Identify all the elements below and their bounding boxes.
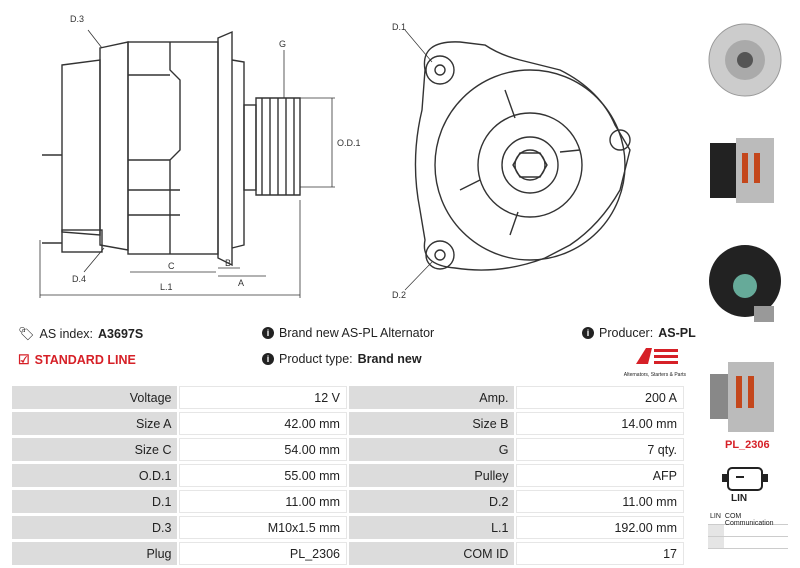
spec-label: D.3 [12,516,178,539]
product-photo-rear[interactable] [704,231,786,331]
label-od1: O.D.1 [337,138,361,148]
pin-row-empty [708,537,788,549]
connector-icon [722,467,768,491]
product-photo-side-2[interactable] [704,344,786,444]
info-icon: i [582,327,594,339]
spec-value: 12 V [179,386,347,409]
label-d4: D.4 [72,274,86,284]
spec-value: AFP [516,464,684,487]
spec-label: L.1 [348,516,515,539]
front-view [414,41,631,271]
spec-value: 42.00 mm [179,412,347,435]
spec-value: 54.00 mm [179,438,347,461]
spec-value: 11.00 mm [516,490,684,513]
spec-label: Size C [12,438,178,461]
technical-drawing: D.3 D.4 G O.D.1 A B C L.1 D.1 D.2 [39,14,631,300]
brand-label: Brand new AS-PL Alternator [279,326,435,340]
label-d3: D.3 [70,14,84,24]
product-photo-front[interactable] [704,5,786,105]
producer-value: AS-PL [658,326,696,340]
spec-value: 14.00 mm [516,412,684,435]
label-d2: D.2 [392,290,406,300]
spec-label: Pulley [348,464,515,487]
info-icon: i [262,327,274,339]
spec-label: Plug [12,542,178,565]
label-b: B [225,258,231,268]
as-index-row: 🏷 AS index: A3697S [18,326,143,342]
tag-icon: 🏷 [18,326,35,341]
label-c: C [168,261,175,271]
spec-value: 200 A [516,386,684,409]
brand-row: i Brand new AS-PL Alternator [262,326,434,340]
standard-line-row: ☑ STANDARD LINE [18,352,136,368]
spec-label: D.2 [348,490,515,513]
as-index-value: A3697S [98,327,144,341]
as-pl-logo: Alternators, Starters & Parts [620,346,686,378]
spec-value: 55.00 mm [179,464,347,487]
label-d1: D.1 [392,22,406,32]
connector-label: LIN [731,493,748,504]
spec-label: Amp. [348,386,515,409]
pin-code: LIN [710,513,721,520]
spec-label: Size B [348,412,515,435]
spec-label: Size A [12,412,178,435]
pin-desc: COM Communication [724,513,774,527]
producer-row: i Producer: AS-PL [582,326,696,340]
spec-label: G [348,438,515,461]
as-logo-mark [636,348,678,364]
side-view [42,30,301,267]
spec-label: O.D.1 [12,464,178,487]
plug-code: PL_2306 [725,439,770,451]
product-type-value: Brand new [357,352,422,366]
spec-value: M10x1.5 mm [179,516,347,539]
logo-tagline: Alternators, Starters & Parts [623,372,686,378]
checkbox-icon: ☑ [18,352,30,367]
product-type-row: i Product type: Brand new [262,352,422,366]
label-a: A [238,278,244,288]
info-icon: i [262,353,274,365]
product-type-label: Product type: [279,352,353,366]
spec-label: COM ID [348,542,515,565]
dimension-lines [39,29,335,298]
product-thumbnails [698,0,798,562]
spec-label: Voltage [12,386,178,409]
spec-value: 192.00 mm [516,516,684,539]
spec-value: 7 qty. [516,438,684,461]
standard-line-label: STANDARD LINE [34,353,136,367]
pin-row-empty [708,525,788,537]
producer-label: Producer: [599,326,654,340]
spec-value: 11.00 mm [179,490,347,513]
product-photo-side[interactable] [704,118,786,218]
label-g: G [279,39,286,49]
as-index-label: AS index: [39,327,94,341]
spec-value: PL_2306 [179,542,347,565]
spec-label: D.1 [12,490,178,513]
label-l1: L.1 [160,282,173,292]
